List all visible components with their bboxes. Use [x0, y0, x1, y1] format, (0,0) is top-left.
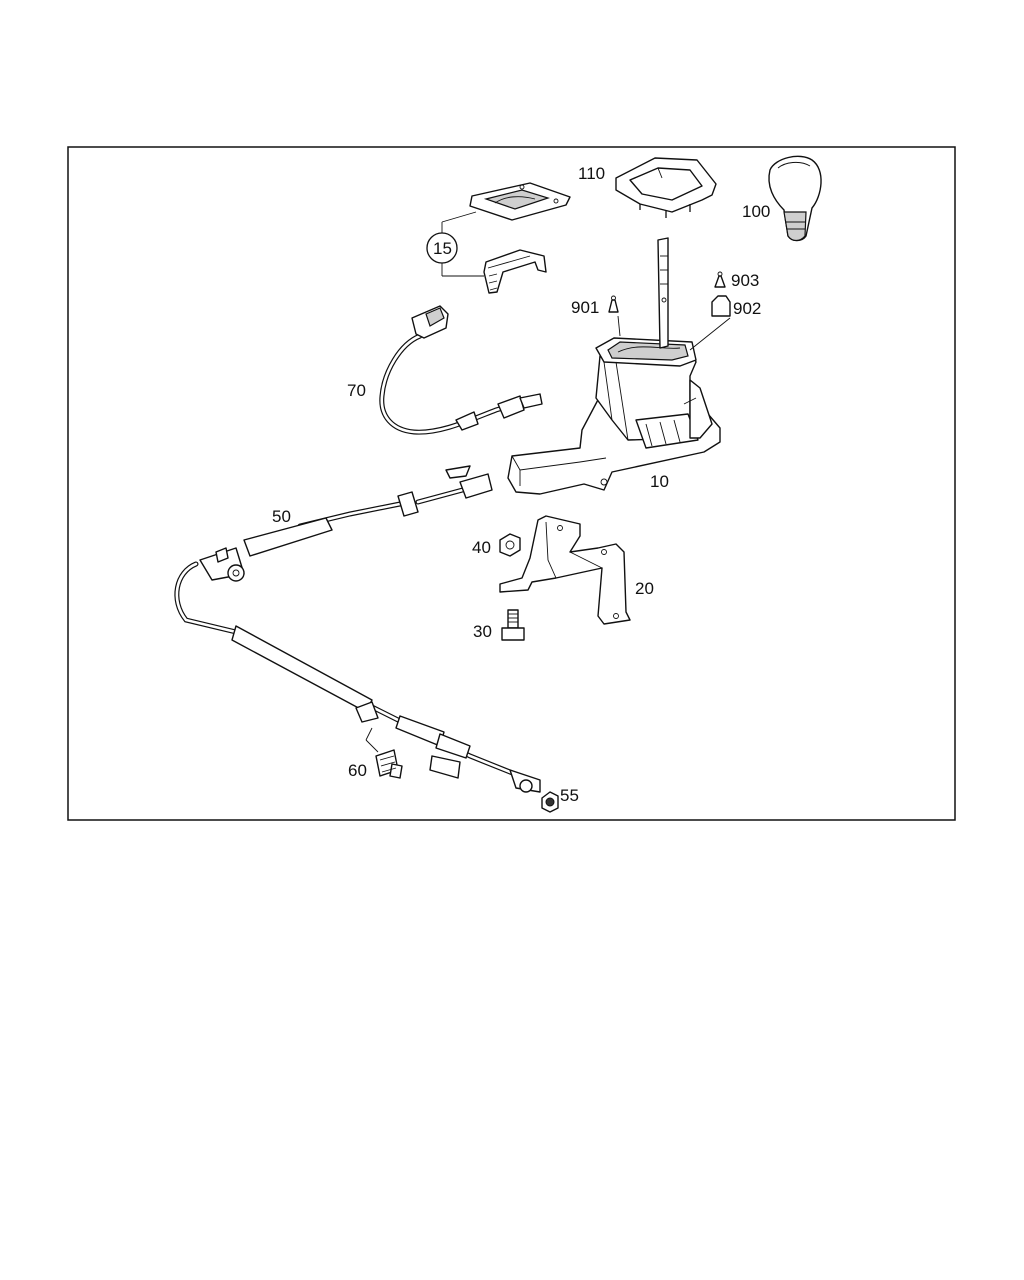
- part-903-clip: [714, 271, 726, 288]
- part-50-shift-cable: [174, 465, 541, 793]
- part-15-cover-plate: [469, 182, 571, 221]
- leader-lines: [617, 315, 731, 351]
- callout-902: 902: [733, 299, 761, 318]
- callout-100: 100: [742, 202, 770, 221]
- part-40-nut: [499, 533, 521, 557]
- diagram-frame: [67, 146, 956, 821]
- callout-10: 10: [650, 472, 669, 491]
- part-10-shifter-housing: [507, 237, 721, 495]
- part-55-nut: [541, 791, 559, 813]
- part-902-clip: [711, 295, 731, 317]
- callout-40: 40: [472, 538, 491, 557]
- part-20-support-bracket: [499, 515, 631, 625]
- part-100-selector-knob: [768, 155, 822, 242]
- callout-50: 50: [272, 507, 291, 526]
- part-30-bolt: [501, 609, 525, 641]
- callout-circle-15: [426, 232, 458, 264]
- part-110-indicator-frame: [615, 157, 717, 218]
- callout-55: 55: [560, 786, 579, 805]
- part-70-interlock-cable: [379, 305, 543, 435]
- part-15-bracket-lines: [426, 211, 484, 277]
- part-901-clip: [608, 295, 619, 313]
- part-15-bracket: [483, 249, 547, 294]
- callout-30: 30: [473, 622, 492, 641]
- part-60-screw: [365, 727, 403, 779]
- callout-70: 70: [347, 381, 366, 400]
- callout-15: 15: [433, 239, 452, 258]
- callout-903: 903: [731, 271, 759, 290]
- callout-110: 110: [578, 164, 605, 183]
- callout-901: 901: [571, 298, 599, 317]
- callout-20: 20: [635, 579, 654, 598]
- callout-60: 60: [348, 761, 367, 780]
